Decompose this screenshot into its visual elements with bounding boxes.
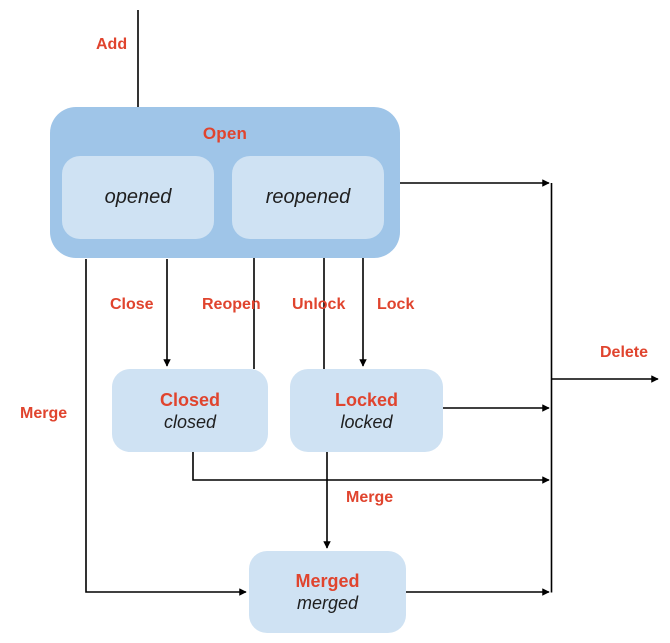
transition-label-merge-center: Merge [346,489,394,506]
state-closed: Closed closed [112,369,268,452]
state-opened-label: opened [104,186,172,208]
state-merged-label: merged [296,593,359,613]
state-closed-title: Closed [159,389,220,410]
transition-label-close: Close [110,296,154,313]
state-opened: opened [62,156,214,239]
state-merged-title: Merged [295,571,360,591]
state-open-title: Open [202,124,248,143]
transition-label-lock: Lock [377,296,415,313]
edge-closed-to-rail [192,452,550,484]
transition-label-delete: Delete [600,344,649,361]
transition-label-unlock: Unlock [292,296,346,313]
state-locked: Locked locked [290,369,443,452]
transition-label-reopen: Reopen [202,296,261,313]
state-reopened: reopened [232,156,384,239]
transition-label-merge-left: Merge [20,405,68,422]
state-closed-label: closed [163,411,217,432]
state-locked-title: Locked [334,389,399,410]
state-merged: Merged merged [249,551,406,633]
transition-label-add: Add [96,36,128,53]
state-reopened-label: reopened [265,186,351,208]
state-locked-label: locked [340,411,393,432]
